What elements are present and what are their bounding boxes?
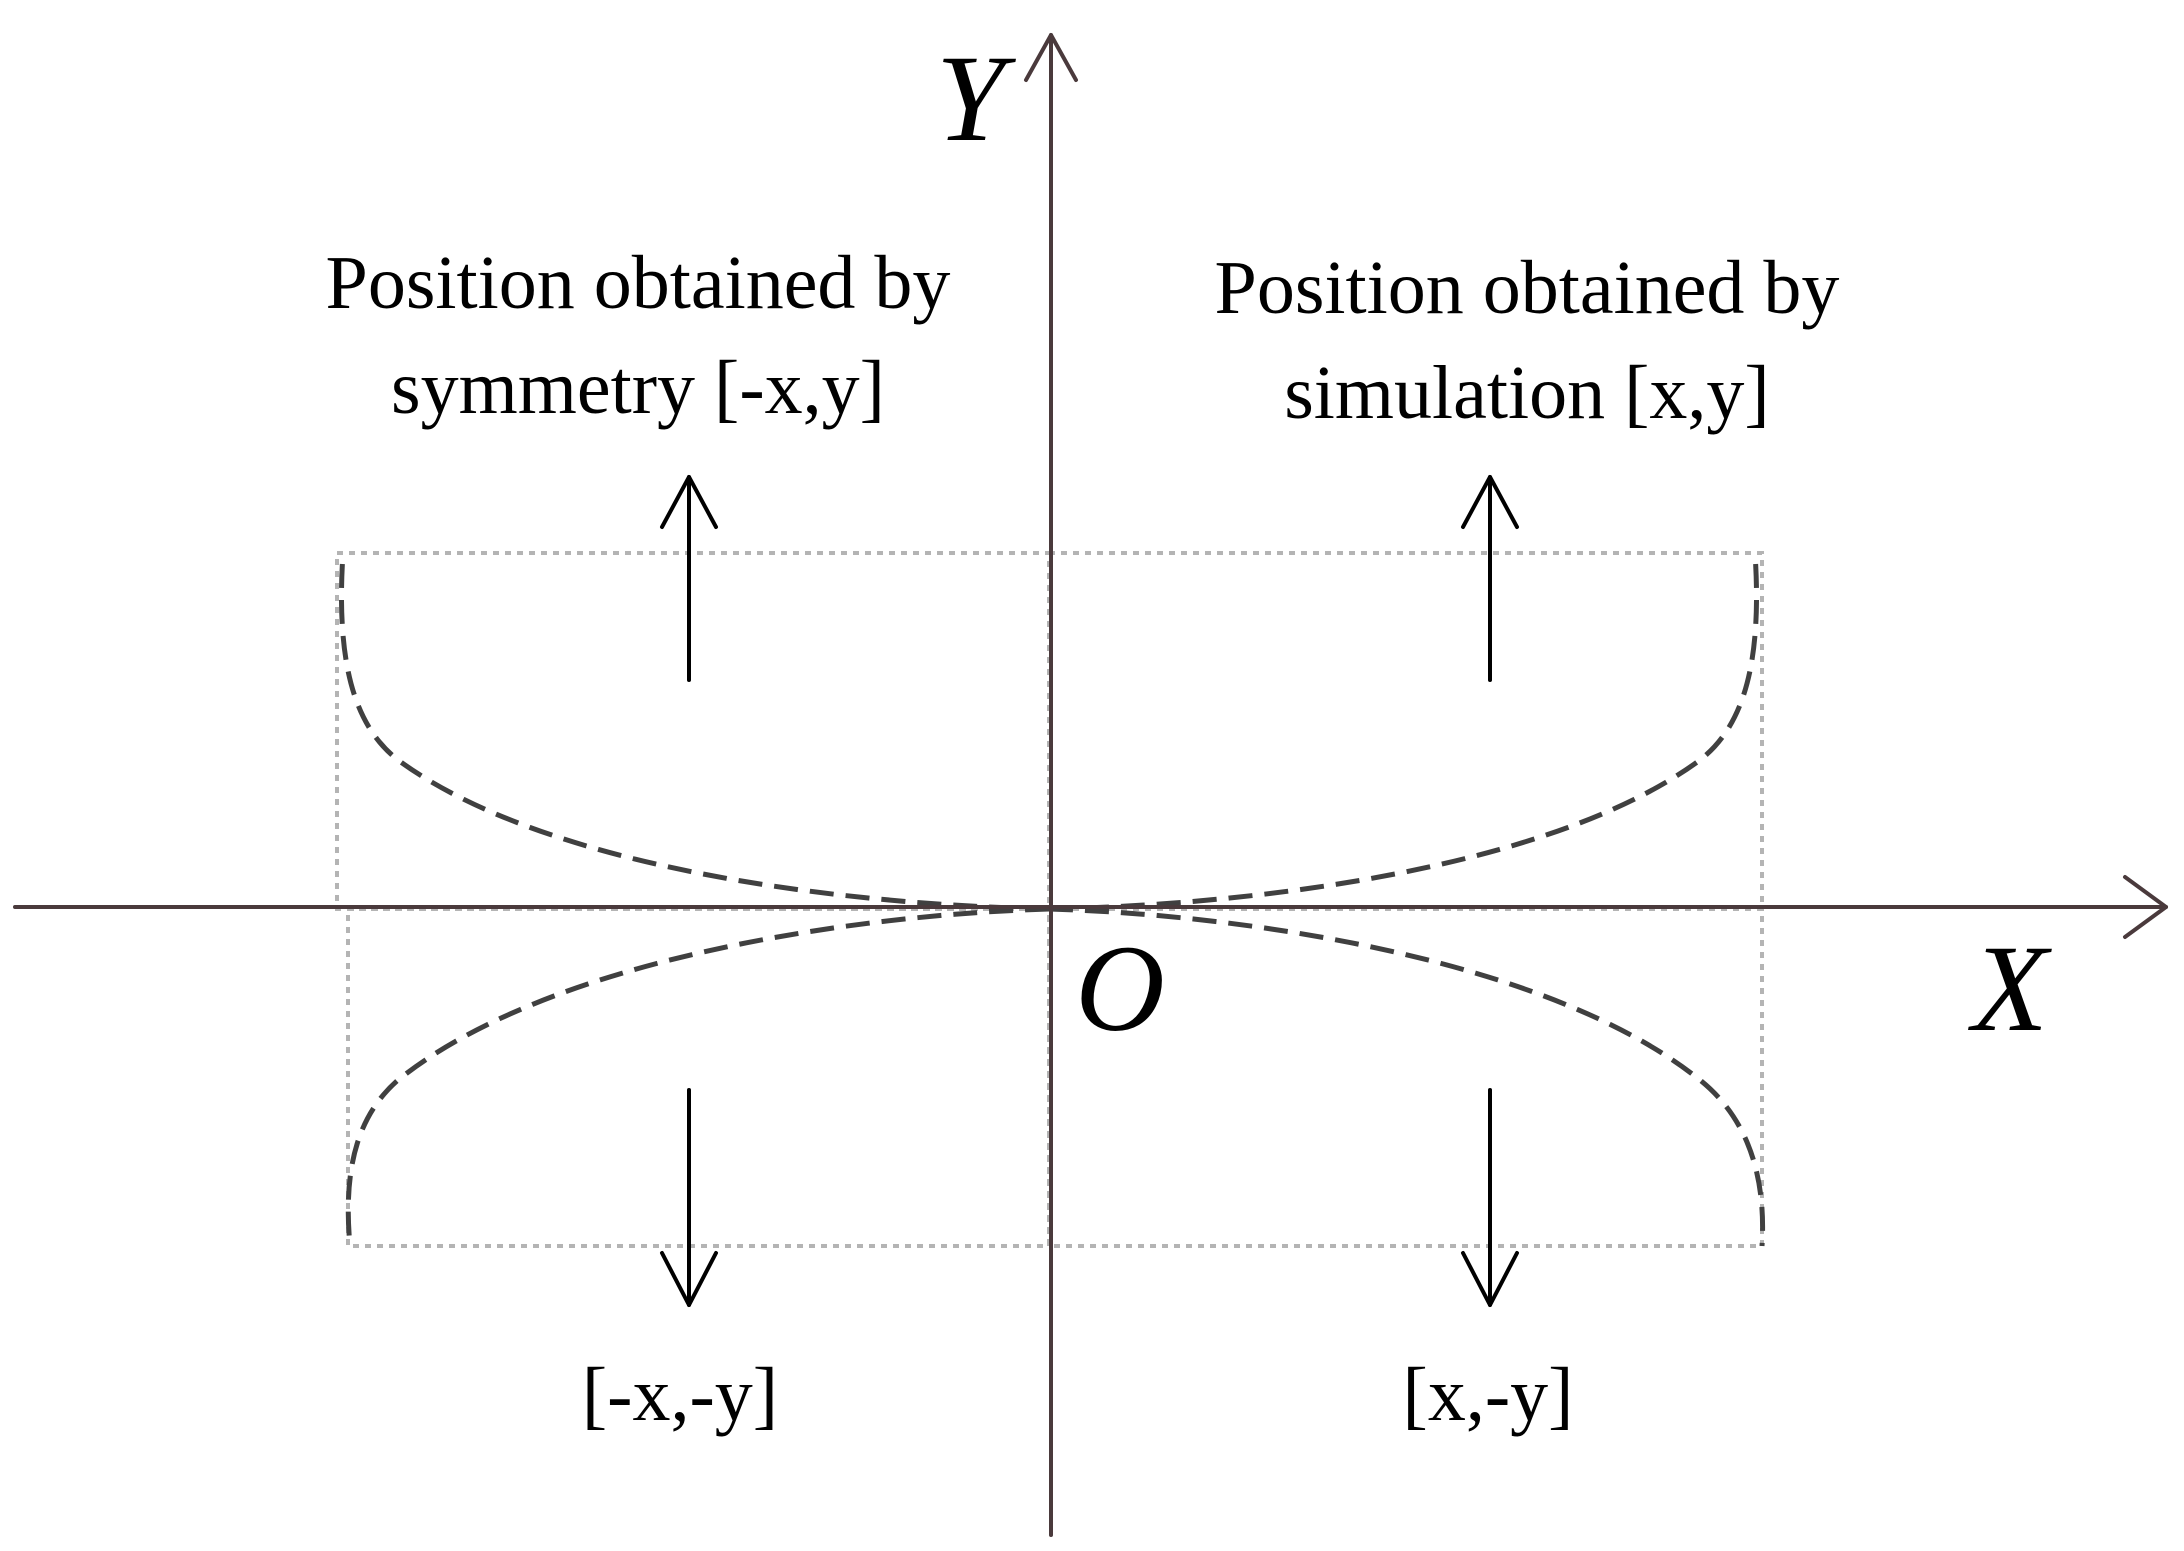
lower-right-box — [1047, 907, 1764, 1248]
dashed-curves — [339, 552, 1766, 1247]
upper-right-annotation-line1: Position obtained by — [1215, 246, 1840, 330]
lower-left-box — [346, 907, 1051, 1248]
arrow-down-right — [1461, 1088, 1519, 1307]
upper-left-box — [335, 551, 1051, 911]
lower-left-annotation: [-x,-y] — [582, 1353, 778, 1437]
x-axis-label: X — [1967, 920, 2052, 1057]
upper-left-curve — [339, 552, 1050, 912]
upper-right-annotation-line2: simulation [x,y] — [1284, 351, 1770, 435]
y-axis-label: Y — [936, 30, 1016, 167]
lower-right-annotation: [x,-y] — [1403, 1353, 1574, 1437]
upper-left-annotation-line2: symmetry [-x,y] — [391, 346, 885, 430]
arrow-down-left — [660, 1088, 718, 1307]
origin-label: O — [1075, 920, 1165, 1057]
upper-right-box — [1047, 551, 1764, 911]
axes — [13, 33, 2168, 1537]
arrow-up-left — [660, 475, 718, 682]
direction-arrows — [660, 475, 1519, 1307]
lower-right-curve — [1048, 906, 1766, 1247]
y-axis-arrowhead — [1024, 33, 1078, 82]
lower-left-curve — [345, 906, 1050, 1247]
upper-left-annotation-line1: Position obtained by — [326, 241, 951, 325]
upper-right-curve — [1048, 552, 1759, 912]
arrow-up-right — [1461, 475, 1519, 682]
x-axis-arrowhead — [2123, 875, 2168, 939]
